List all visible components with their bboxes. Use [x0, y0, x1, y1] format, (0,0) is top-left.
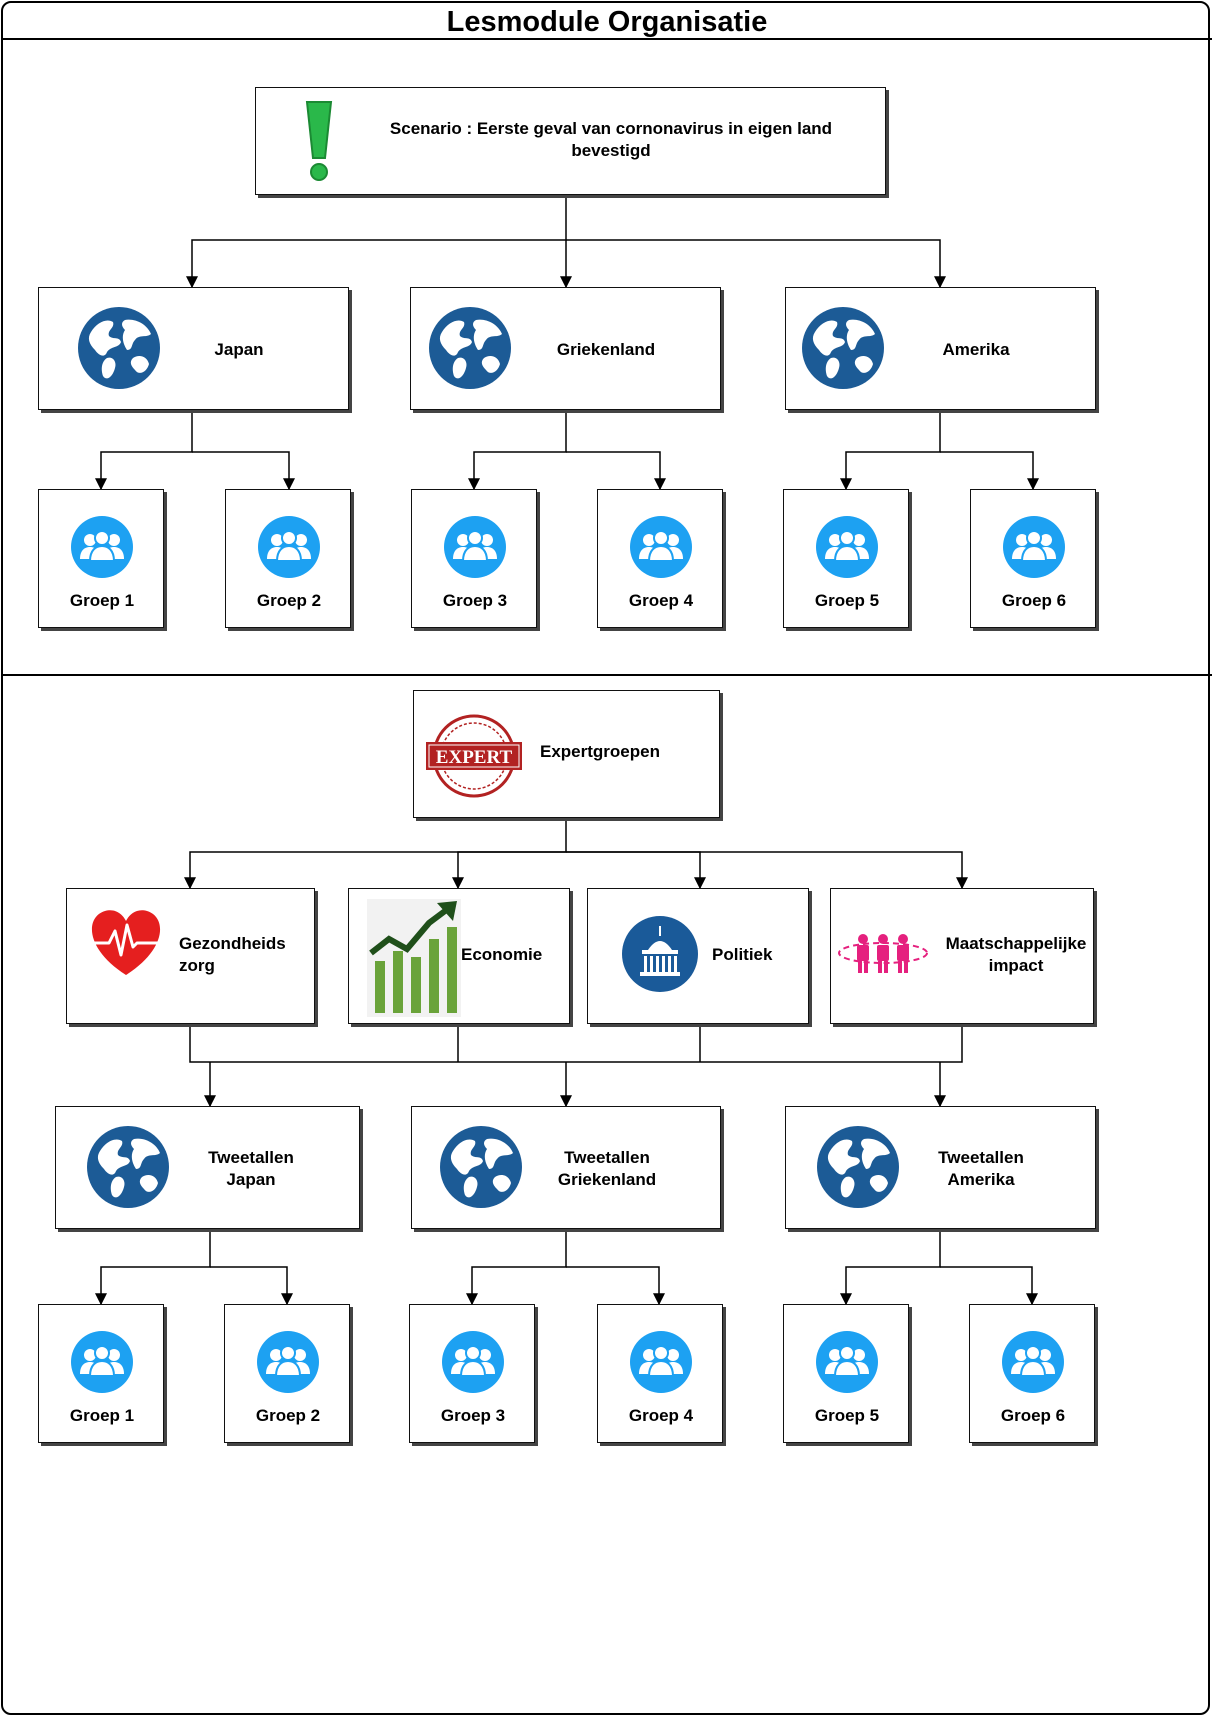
group-box-2: Groep 2: [225, 489, 351, 628]
group-box-bottom-1: Groep 1: [38, 1304, 164, 1443]
group-box-1: Groep 1: [38, 489, 164, 628]
expert-label: Expertgroepen: [540, 742, 660, 761]
pair-box-amerika: Tweetallen Amerika: [785, 1106, 1096, 1229]
group-box-4: Groep 4: [597, 489, 723, 628]
people-group-icon: [1002, 1331, 1064, 1393]
country-box-griekenland: Griekenland: [410, 287, 721, 410]
capitol-building-icon: [622, 916, 698, 992]
expert-stamp-icon: EXPERT: [426, 714, 522, 798]
connector-expert-maatschappij: [566, 851, 968, 890]
title-divider: [1, 38, 1212, 40]
group-label: Groep 2: [255, 1406, 321, 1425]
group-label: Groep 2: [256, 591, 322, 610]
connector-tj-groep2: [210, 1266, 293, 1306]
globe-icon: [429, 307, 511, 389]
expert-group-economie: Economie: [348, 888, 570, 1024]
svg-text:EXPERT: EXPERT: [436, 747, 513, 768]
group-label: Groep 5: [814, 591, 880, 610]
group-box-bottom-2: Groep 2: [224, 1304, 350, 1443]
group-box-bottom-3: Groep 3: [409, 1304, 535, 1443]
connector-amerika-groep5: [840, 410, 941, 491]
group-box-5: Groep 5: [783, 489, 909, 628]
group-label: Groep 4: [628, 591, 694, 610]
connector-japan-groep2: [192, 451, 295, 491]
people-group-icon: [630, 1331, 692, 1393]
connector-expert-politiek: [566, 851, 706, 890]
expert-group-label: Maatschappelijke impact: [945, 934, 1087, 975]
connector-griekenland-groep3: [468, 410, 567, 491]
connector-amerika-groep6: [940, 451, 1039, 491]
section-divider: [1, 674, 1212, 676]
pair-label-amerika: Tweetallen Amerika: [938, 1148, 1024, 1189]
pair-label-japan: Tweetallen Japan: [208, 1148, 294, 1189]
group-label: Groep 4: [628, 1406, 694, 1425]
people-group-icon: [258, 516, 320, 578]
group-label: Groep 3: [442, 591, 508, 610]
country-label-amerika: Amerika: [942, 340, 1010, 359]
group-label: Groep 1: [69, 591, 135, 610]
country-label-japan: Japan: [214, 340, 264, 359]
people-group-icon: [816, 1331, 878, 1393]
pair-box-griekenland: Tweetallen Griekenland: [411, 1106, 721, 1229]
people-network-icon: [838, 934, 928, 973]
globe-icon: [440, 1126, 522, 1208]
people-group-icon: [71, 516, 133, 578]
connector-ta-groep6: [940, 1266, 1038, 1306]
connector-tg-groep3: [466, 1229, 567, 1306]
scenario-label: Scenario : Eerste geval van cornonavirus…: [389, 119, 833, 160]
globe-icon: [87, 1126, 169, 1208]
connector-expert-gezondheid: [184, 818, 567, 890]
expert-group-label: Politiek: [712, 945, 773, 964]
country-box-japan: Japan: [38, 287, 349, 410]
connector-merge-line: [189, 1024, 963, 1063]
group-label: Groep 1: [69, 1406, 135, 1425]
group-box-6: Groep 6: [970, 489, 1096, 628]
globe-icon: [78, 307, 160, 389]
globe-icon: [802, 307, 884, 389]
connector-tg-groep4: [566, 1266, 665, 1306]
connector-ta-groep5: [840, 1229, 941, 1306]
people-group-icon: [444, 516, 506, 578]
people-group-icon: [257, 1331, 319, 1393]
group-label: Groep 6: [1001, 591, 1067, 610]
country-label-griekenland: Griekenland: [556, 340, 656, 359]
expert-group-politiek: Politiek: [587, 888, 809, 1024]
connector-griekenland-groep4: [566, 451, 666, 491]
connector-scenario-amerika: [566, 239, 946, 289]
group-box-bottom-5: Groep 5: [783, 1304, 909, 1443]
people-group-icon: [1003, 516, 1065, 578]
group-box-bottom-6: Groep 6: [969, 1304, 1095, 1443]
expert-group-label: Gezondheids zorg: [179, 933, 286, 977]
group-box-bottom-4: Groep 4: [597, 1304, 723, 1443]
expert-group-maatschappij: Maatschappelijke impact: [830, 888, 1094, 1024]
pair-box-japan: Tweetallen Japan: [55, 1106, 360, 1229]
people-group-icon: [442, 1331, 504, 1393]
heart-pulse-icon: [91, 910, 161, 975]
scenario-box: Scenario : Eerste geval van cornonavirus…: [255, 87, 886, 195]
pair-label-griekenland: Tweetallen Griekenland: [557, 1148, 657, 1189]
connector-scenario-japan: [186, 195, 567, 289]
page-title: Lesmodule Organisatie: [446, 6, 768, 38]
group-label: Groep 3: [440, 1406, 506, 1425]
connector-tj-groep1: [95, 1229, 211, 1306]
growth-chart-icon: [367, 899, 461, 1017]
people-group-icon: [630, 516, 692, 578]
expert-group-gezondheid: Gezondheids zorg: [66, 888, 315, 1024]
people-group-icon: [816, 516, 878, 578]
expert-group-label-text: Gezondheids zorg: [179, 934, 286, 975]
globe-icon: [817, 1126, 899, 1208]
connector-japan-groep1: [95, 410, 193, 491]
group-label: Groep 5: [814, 1406, 880, 1425]
group-label: Groep 6: [1000, 1406, 1066, 1425]
people-group-icon: [71, 1331, 133, 1393]
expert-box: EXPERT Expertgroepen: [413, 690, 720, 818]
country-box-amerika: Amerika: [785, 287, 1096, 410]
exclamation-icon: [305, 101, 333, 181]
group-box-3: Groep 3: [411, 489, 537, 628]
expert-group-label: Economie: [461, 945, 543, 964]
connector-expert-economie: [452, 851, 566, 890]
